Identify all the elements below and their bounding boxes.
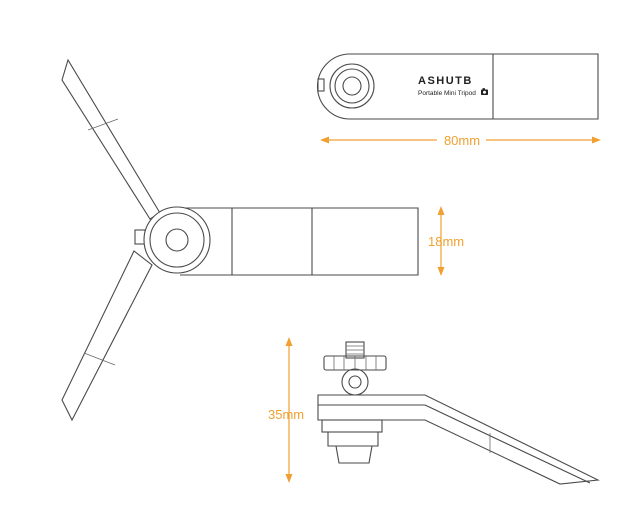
top-view-folded: ASHUTB Portable Mini Tripod xyxy=(316,53,599,120)
mount-screw xyxy=(323,341,387,396)
brand-logo-text: ASHUTB xyxy=(418,75,473,87)
dimension-length: 80mm xyxy=(320,133,601,148)
dimension-thickness-label: 18mm xyxy=(428,234,464,249)
dimension-thickness: 18mm xyxy=(428,206,464,276)
side-view xyxy=(317,341,600,485)
brand-subtitle: Portable Mini Tripod xyxy=(418,90,476,97)
dimension-length-label: 80mm xyxy=(444,133,480,148)
dimension-height-label: 35mm xyxy=(268,407,304,422)
dimension-height: 35mm xyxy=(268,337,304,483)
tripod-unfolded-view xyxy=(61,58,419,422)
camera-icon xyxy=(481,88,488,95)
